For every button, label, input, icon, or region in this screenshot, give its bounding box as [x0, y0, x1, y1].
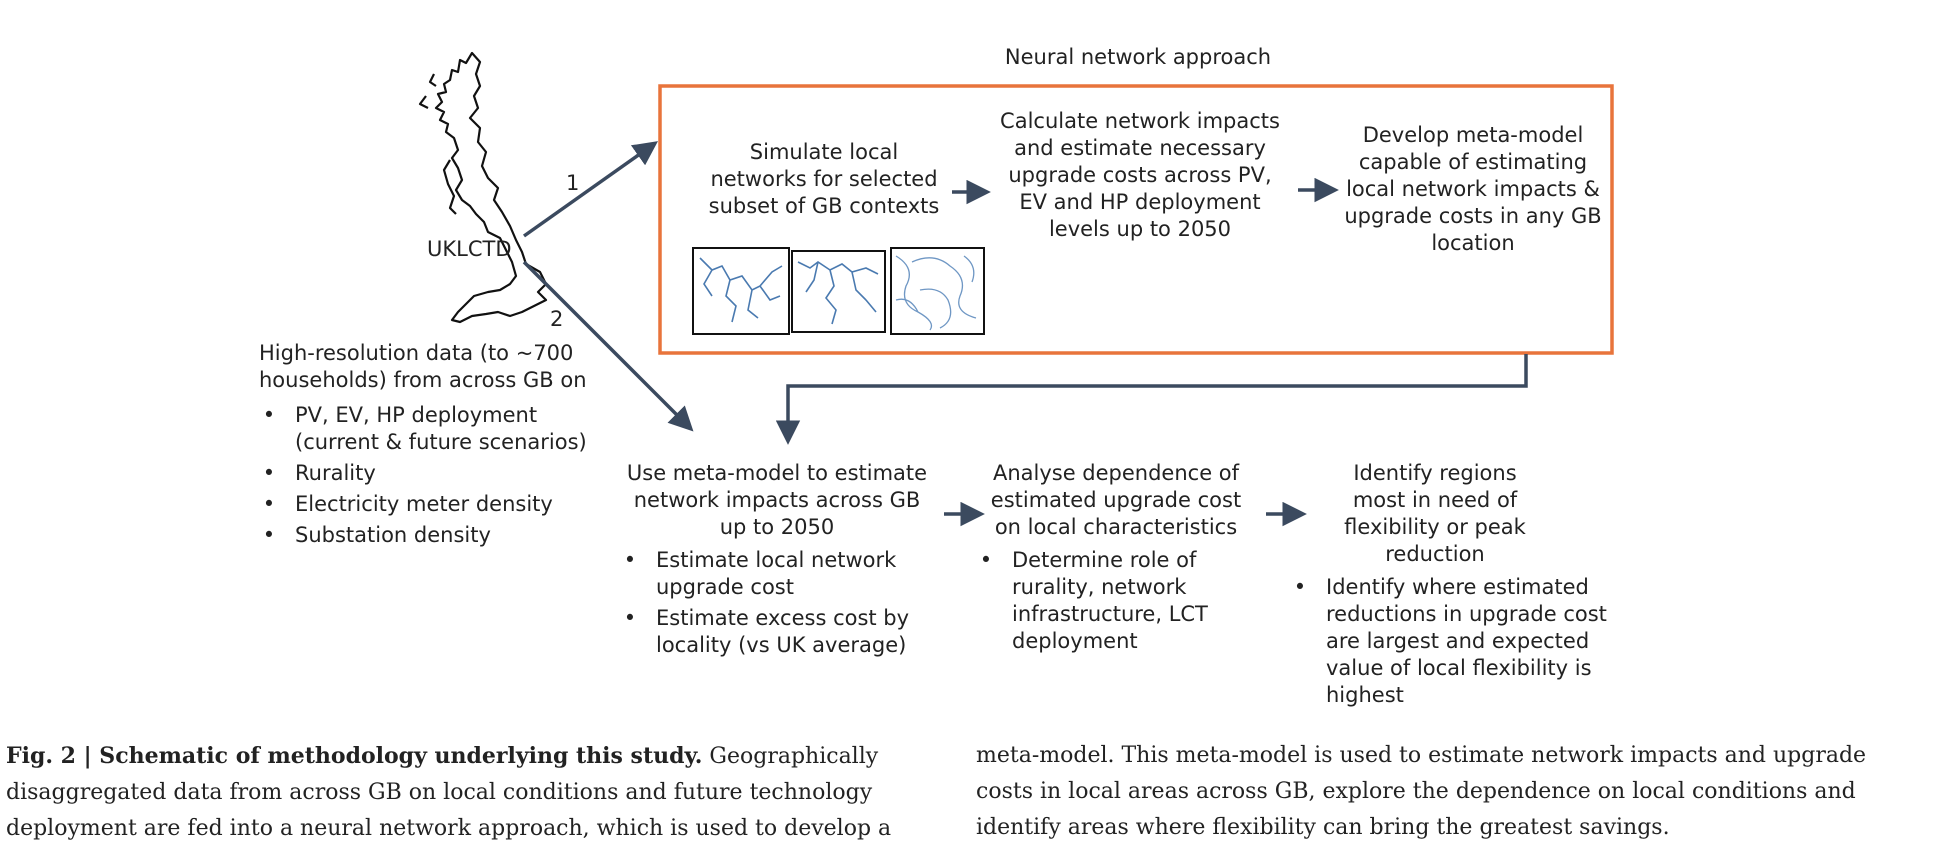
list-item: •Estimate local network upgrade cost [623, 548, 897, 599]
network-thumbnail-3 [890, 247, 985, 335]
arrow-1 [522, 141, 658, 238]
step-identify-regions-title: Identify regions most in need of flexibi… [1344, 461, 1526, 566]
figure-caption-left-text: Geographically disaggregated data from a… [6, 744, 892, 841]
step-simulate: Simulate local networks for selected sub… [708, 140, 940, 218]
arrow-label-2: 2 [550, 307, 564, 331]
arrow-label-1: 1 [566, 171, 580, 195]
source-label: UKLCTD [427, 237, 512, 261]
list-item: •Determine role of rurality, network inf… [979, 548, 1208, 653]
network-thumbnail-1 [692, 247, 790, 335]
uk-map-icon [418, 51, 548, 324]
step-analyse-dependence: Analyse dependence of estimated upgrade … [976, 460, 1266, 659]
step-identify-regions-list: •Identify where estimated reductions in … [1290, 574, 1630, 709]
figure-caption-left: Fig. 2 | Schematic of methodology underl… [6, 738, 924, 847]
approach-frame [658, 84, 1614, 355]
step-develop: Develop meta-model capable of estimating… [1344, 123, 1602, 255]
figure-caption-right: meta-model. This meta-model is used to e… [976, 743, 1867, 840]
list-item: •Estimate excess cost by locality (vs UK… [623, 606, 910, 657]
input-data-block: High-resolution data (to ~700 households… [259, 340, 619, 553]
arrow-2 [522, 260, 694, 432]
approach-title: Neural network approach [1004, 45, 1272, 69]
input-data-list: •PV, EV, HP deployment (current & future… [259, 402, 619, 549]
step-identify-regions: Identify regions most in need of flexibi… [1290, 460, 1630, 713]
arrow-frame-to-meta-model [775, 354, 1528, 445]
network-thumbnail-2 [791, 250, 886, 333]
step-use-meta-model-list: •Estimate local network upgrade cost •Es… [620, 547, 960, 659]
list-item: •Identify where estimated reductions in … [1293, 575, 1607, 707]
figure-caption-label: Fig. 2 | Schematic of methodology underl… [6, 743, 703, 769]
step-use-meta-model-title: Use meta-model to estimate network impac… [626, 461, 928, 539]
step-analyse-dependence-title: Analyse dependence of estimated upgrade … [990, 461, 1242, 539]
list-item: •PV, EV, HP deployment (current & future… [262, 403, 587, 454]
input-data-heading: High-resolution data (to ~700 households… [259, 341, 587, 392]
list-item: •Substation density [262, 523, 491, 547]
step-use-meta-model: Use meta-model to estimate network impac… [620, 460, 960, 663]
step-calculate: Calculate network impacts and estimate n… [1000, 109, 1280, 241]
step-analyse-dependence-list: •Determine role of rurality, network inf… [976, 547, 1266, 655]
list-item: •Rurality [262, 461, 376, 485]
list-item: •Electricity meter density [262, 492, 553, 516]
